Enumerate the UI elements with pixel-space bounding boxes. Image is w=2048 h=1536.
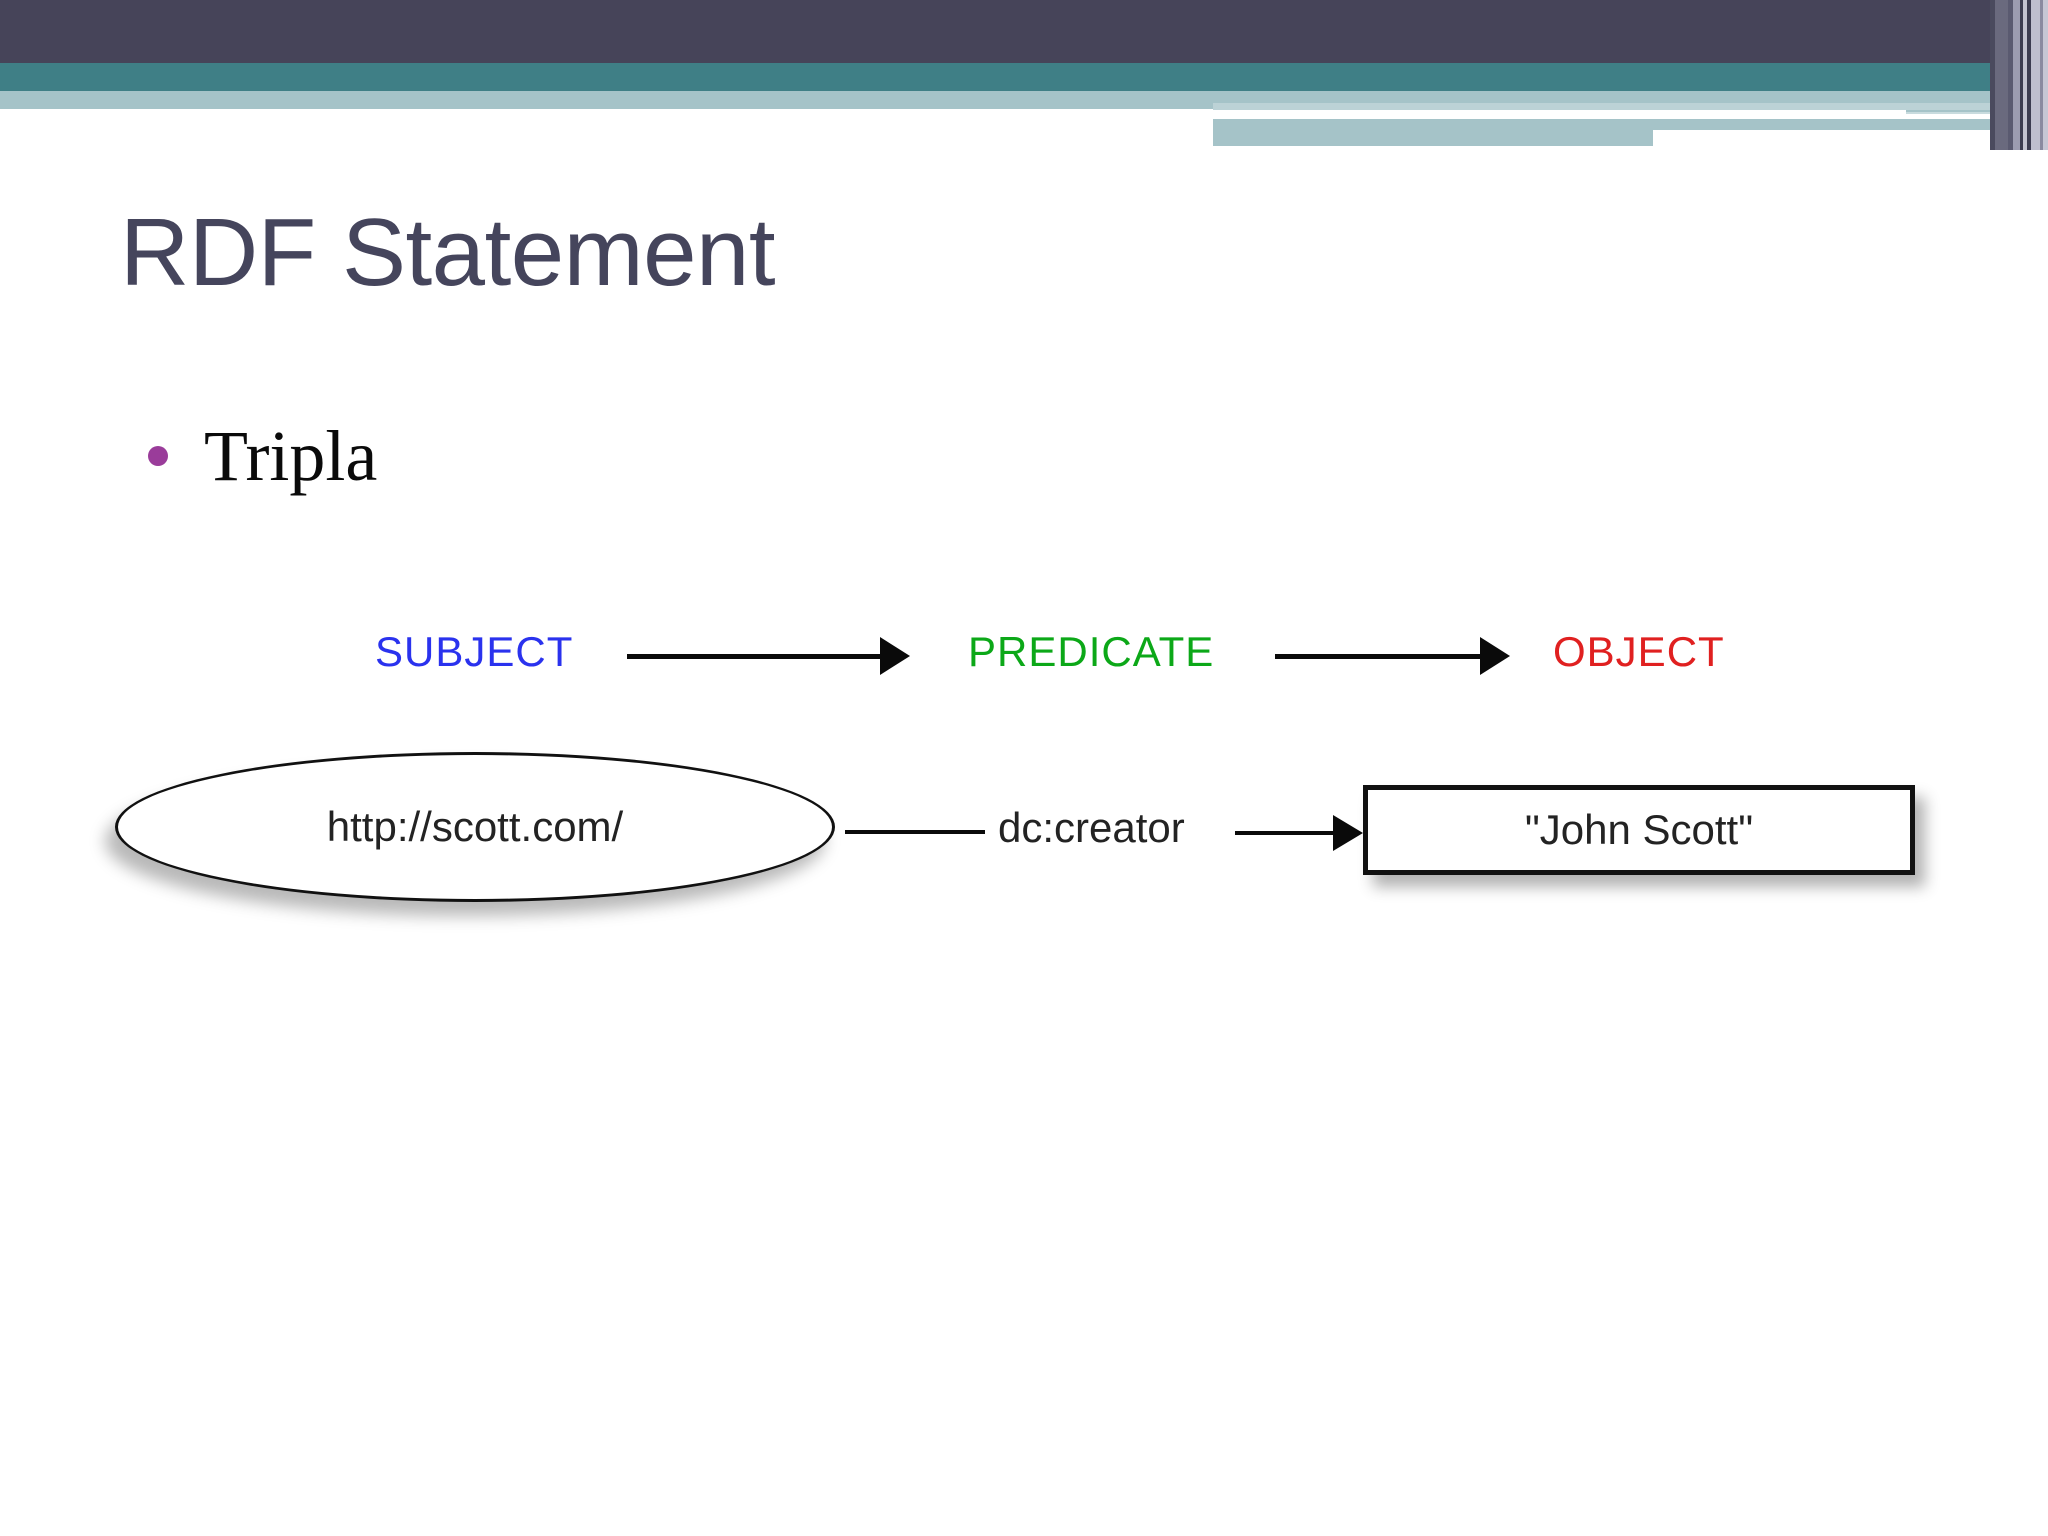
header-stripe-3 <box>2013 0 2020 150</box>
header-stripe-9 <box>2043 0 2048 150</box>
slide-header-banner <box>0 0 2048 150</box>
header-stripe-5 <box>2023 0 2027 150</box>
header-segment-a-highlight <box>1213 103 2048 110</box>
header-band-light-left <box>0 91 1213 109</box>
header-stripe-2 <box>2008 0 2013 150</box>
header-segment-gap-2 <box>1653 130 2048 150</box>
page-title: RDF Statement <box>120 199 776 306</box>
arrow-right-icon <box>880 637 910 675</box>
header-stripe-6 <box>2027 0 2031 150</box>
header-stripe-0 <box>1990 0 1995 150</box>
header-band-dark <box>0 0 2048 63</box>
predicate-edge-label: dc:creator <box>998 804 1185 851</box>
legend-predicate-label: PREDICATE <box>968 628 1215 675</box>
bullet-item-label: Tripla <box>204 416 378 496</box>
predicate-edge-line-left <box>845 830 985 834</box>
arrow-right-icon <box>1480 637 1510 675</box>
header-band-teal <box>0 63 2048 91</box>
rdf-triple-diagram: SUBJECT PREDICATE OBJECT http://scott.co… <box>0 600 2048 960</box>
header-stripe-1 <box>1995 0 2008 150</box>
object-node-label: "John Scott" <box>1524 806 1754 853</box>
header-vertical-stripes <box>1988 0 2048 150</box>
subject-node-label: http://scott.com/ <box>326 803 624 850</box>
arrow-right-icon <box>1333 815 1363 851</box>
subject-node-ellipse: http://scott.com/ <box>115 752 835 902</box>
legend-arrow-1-line <box>627 654 880 659</box>
header-stripe-8 <box>2040 0 2043 150</box>
predicate-edge-line-right <box>1235 831 1345 835</box>
header-stripe-4 <box>2020 0 2023 150</box>
legend-arrow-2-line <box>1275 654 1480 659</box>
legend-subject-label: SUBJECT <box>375 628 574 675</box>
bullet-dot-icon <box>148 446 168 466</box>
object-node-box: "John Scott" <box>1363 785 1915 875</box>
bullet-list-item: Tripla <box>148 420 377 492</box>
legend-object-label: OBJECT <box>1553 628 1725 675</box>
header-stripe-7 <box>2031 0 2040 150</box>
header-segment-gap-1 <box>1213 110 1906 119</box>
